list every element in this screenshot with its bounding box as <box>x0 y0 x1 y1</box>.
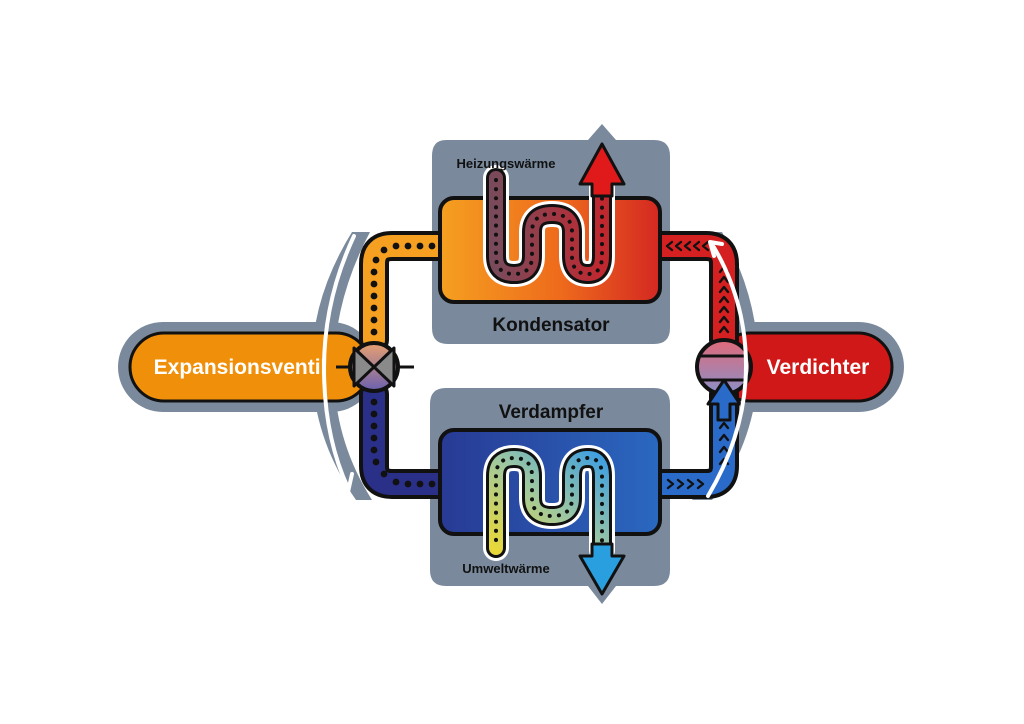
heating-heat-arrow <box>578 142 626 198</box>
ambient-heat-arrow <box>578 542 626 596</box>
heating-heat-label: Heizungswärme <box>457 156 556 171</box>
compressor-pill <box>704 322 904 412</box>
refrigerant-dots-left <box>370 242 436 488</box>
evaporator-coil <box>483 445 615 563</box>
compressor-label: Verdichter <box>767 356 870 379</box>
circulation-arrow-left <box>322 234 356 494</box>
condenser-label: Kondensator <box>492 315 610 336</box>
expansion-valve-label: Expansionsventil <box>154 356 327 379</box>
ambient-heat-label: Umweltwärme <box>462 561 549 576</box>
expansion-valve-icon <box>336 341 414 393</box>
expansion-valve-pill <box>118 322 376 412</box>
condenser-coil <box>483 165 615 287</box>
evaporator-label: Verdampfer <box>499 402 604 423</box>
circulation-arrow-right <box>706 240 748 498</box>
compressor-flow-arrow <box>706 378 742 422</box>
